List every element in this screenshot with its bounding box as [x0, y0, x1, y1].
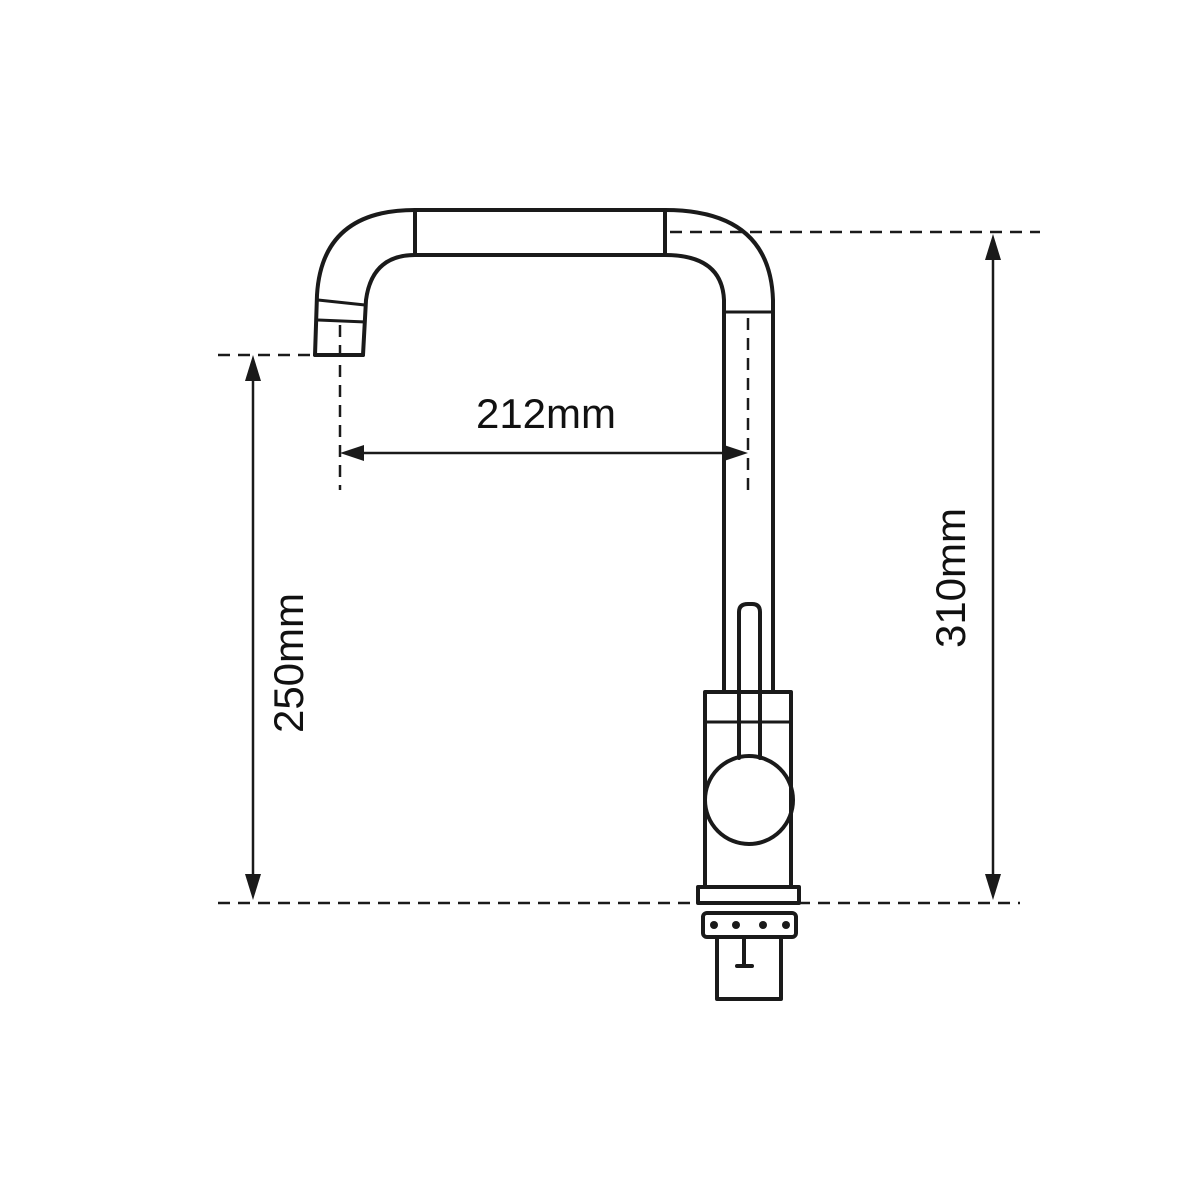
- total-height-arrow-bottom: [985, 874, 1001, 900]
- reach-dimension-label: 212mm: [476, 390, 616, 437]
- reach-arrow-right: [724, 445, 748, 461]
- cartridge-knob: [703, 754, 795, 846]
- spout-inner: [361, 253, 726, 694]
- mounting-shank: [715, 935, 783, 1001]
- total-height-label: 310mm: [927, 508, 974, 648]
- lever-handle: [737, 602, 762, 760]
- spout-height-arrow-bottom: [245, 874, 261, 900]
- base-plate: [696, 885, 801, 905]
- nut-stud: [759, 921, 767, 929]
- aerator-tip: [317, 298, 367, 324]
- dimension-spout-reach: 212mm: [340, 390, 748, 461]
- spout-height-label: 250mm: [265, 593, 312, 733]
- nut-stud: [710, 921, 718, 929]
- faucet: [313, 208, 801, 1001]
- nut-studs: [710, 921, 790, 929]
- dimension-spout-height: 250mm: [245, 355, 312, 900]
- reach-arrow-left: [340, 445, 364, 461]
- nut-stud: [732, 921, 740, 929]
- nut-stud: [782, 921, 790, 929]
- total-height-arrow-top: [985, 234, 1001, 260]
- spout-outer: [313, 208, 775, 694]
- extension-lines: [218, 230, 1040, 905]
- dimension-total-height: 310mm: [927, 234, 1001, 900]
- spout-height-arrow-top: [245, 355, 261, 381]
